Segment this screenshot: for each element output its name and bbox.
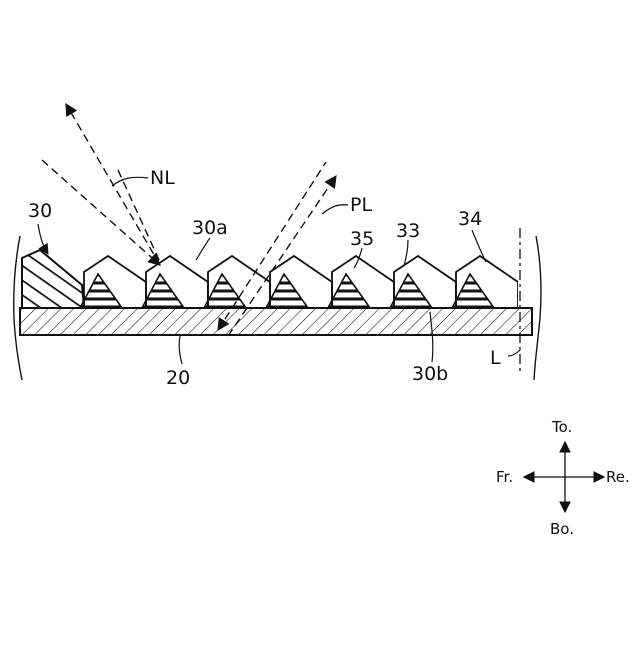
prism-hatched-flank bbox=[266, 274, 308, 308]
leader-30a bbox=[196, 238, 210, 260]
leader-NL bbox=[112, 177, 148, 186]
label-20: 20 bbox=[166, 367, 190, 389]
prism-hatched-flank bbox=[80, 274, 122, 308]
prism-array bbox=[80, 256, 518, 308]
direction-indicator: To. Bo. Fr. Re. bbox=[496, 418, 630, 538]
leader-PL bbox=[322, 205, 348, 214]
label-35: 35 bbox=[350, 228, 374, 250]
label-30b: 30b bbox=[412, 363, 448, 385]
direction-rear-label: Re. bbox=[606, 468, 630, 486]
label-PL: PL bbox=[350, 194, 372, 216]
direction-top-label: To. bbox=[551, 418, 572, 436]
prism-30 bbox=[22, 250, 84, 308]
ray-NL-incident-1 bbox=[42, 160, 160, 265]
label-30: 30 bbox=[28, 200, 52, 222]
label-33: 33 bbox=[396, 220, 420, 242]
prism-hatched-flank bbox=[390, 274, 432, 308]
prism-hatched-flank bbox=[142, 274, 184, 308]
prism-hatched-flank bbox=[204, 274, 246, 308]
direction-front-label: Fr. bbox=[496, 468, 513, 486]
direction-bottom-label: Bo. bbox=[550, 520, 574, 538]
label-NL: NL bbox=[150, 167, 175, 189]
prism-hatched-flank bbox=[328, 274, 370, 308]
label-30a: 30a bbox=[192, 217, 228, 239]
base-layer-20 bbox=[20, 308, 532, 335]
leader-L bbox=[508, 350, 520, 356]
label-L: L bbox=[490, 347, 501, 369]
right-break-line bbox=[534, 236, 541, 380]
leader-20 bbox=[179, 336, 182, 364]
label-34: 34 bbox=[458, 208, 482, 230]
prism-hatched-flank bbox=[452, 274, 494, 308]
